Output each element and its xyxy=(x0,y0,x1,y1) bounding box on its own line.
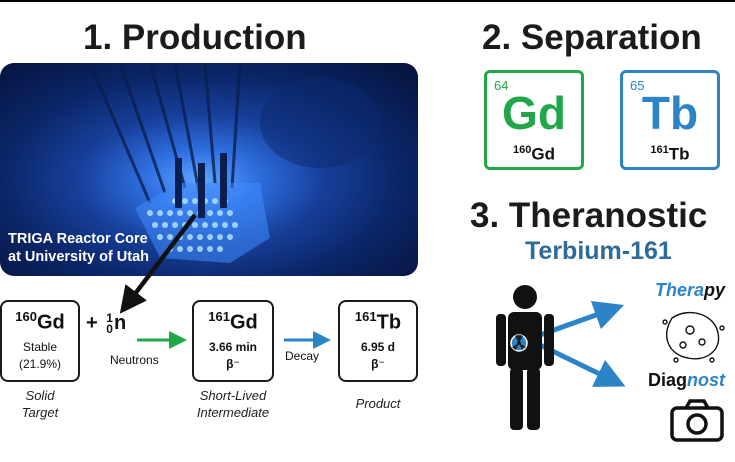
gd-atomic-number: 64 xyxy=(494,78,509,93)
reactor-label: TRIGA Reactor Core at University of Utah xyxy=(8,230,149,266)
neutrons-label: Neutrons xyxy=(110,353,159,367)
plus-sign: + xyxy=(86,312,98,334)
intermediate-caption: Short-Lived Intermediate xyxy=(182,387,284,421)
diag-prefix: Diag xyxy=(648,370,688,390)
reactor-label-line1: TRIGA Reactor Core xyxy=(8,231,148,247)
camera-icon xyxy=(670,399,724,442)
tb-isotope-symbol: Tb xyxy=(668,144,690,164)
neutron-letter: n xyxy=(113,312,127,334)
tb-isotope-mass: 161 xyxy=(650,144,669,156)
gadolinium-tile: 64 Gd 160Gd xyxy=(484,70,584,170)
patient-figure xyxy=(496,285,554,430)
neutron-flux-arrow xyxy=(119,213,197,314)
caption-line: Intermediate xyxy=(196,405,270,420)
neutron-indices: 1 0 xyxy=(106,310,113,336)
gd161-mass: 161 xyxy=(208,309,230,324)
neutron-charge: 0 xyxy=(106,321,113,336)
gd160-mass: 160 xyxy=(15,309,37,324)
caption-line: Target xyxy=(21,405,59,420)
tb161-decay-mode: β⁻ xyxy=(371,356,385,371)
gd160-isotope: 160Gd xyxy=(2,309,78,334)
caption-line: Short-Lived xyxy=(199,388,267,403)
radiation-icon xyxy=(510,334,528,352)
gd-isotope: 160Gd xyxy=(487,144,581,165)
gd-isotope-symbol: Gd xyxy=(531,144,555,164)
gd161-halflife: 3.66 min xyxy=(208,339,258,354)
gd160-stability: Stable xyxy=(22,339,58,354)
reactor-label-line2: at University of Utah xyxy=(8,249,149,265)
diagnostic-label: Diagnost xyxy=(648,370,725,391)
product-caption: Product xyxy=(355,396,401,411)
separation-heading: 2. Separation xyxy=(482,18,702,57)
gd161-box: 161Gd 3.66 min β⁻ xyxy=(192,300,274,382)
theranostic-heading: 3. Theranostic xyxy=(470,196,708,235)
terbium-tile: 65 Tb 161Tb xyxy=(620,70,720,170)
terbium-subtitle: Terbium-161 xyxy=(525,237,672,265)
tb161-mass: 161 xyxy=(354,309,377,324)
gd160-box: 160Gd Stable (21.9%) xyxy=(0,300,80,382)
diag-suffix: nost xyxy=(687,370,726,390)
production-heading: 1. Production xyxy=(83,18,307,57)
gd161-symbol: Gd xyxy=(229,311,258,334)
gd161-decay-mode: β⁻ xyxy=(226,356,240,371)
tb161-isotope: 161Tb xyxy=(340,309,416,334)
therapy-label: Therapy xyxy=(655,280,725,301)
gd161-isotope: 161Gd xyxy=(194,309,272,334)
tb-atomic-number: 65 xyxy=(630,78,645,93)
reactor-illustration xyxy=(88,63,380,263)
decay-label: Decay xyxy=(285,349,320,363)
gd160-symbol: Gd xyxy=(36,311,65,334)
neutron-symbol: + 1 0 n xyxy=(86,312,126,335)
tb-symbol: Tb xyxy=(641,87,699,139)
tb-isotope: 161Tb xyxy=(623,144,717,165)
gd-symbol: Gd xyxy=(502,87,566,139)
caption-line: Solid xyxy=(25,388,55,403)
tb161-symbol: Tb xyxy=(376,311,402,334)
cancer-cell-icon xyxy=(662,311,725,363)
tb161-halflife: 6.95 d xyxy=(360,339,396,354)
gd160-abundance: (21.9%) xyxy=(18,356,62,371)
reactor-core-photo xyxy=(0,63,418,276)
solid-target-caption: Solid Target xyxy=(0,387,80,421)
tb161-box: 161Tb 6.95 d β⁻ xyxy=(338,300,418,382)
top-divider xyxy=(0,0,735,2)
neutron-mass: 1 xyxy=(106,310,113,325)
gd-isotope-mass: 160 xyxy=(513,144,532,156)
therapy-prefix: Thera xyxy=(655,280,705,300)
therapy-suffix: py xyxy=(704,280,726,300)
